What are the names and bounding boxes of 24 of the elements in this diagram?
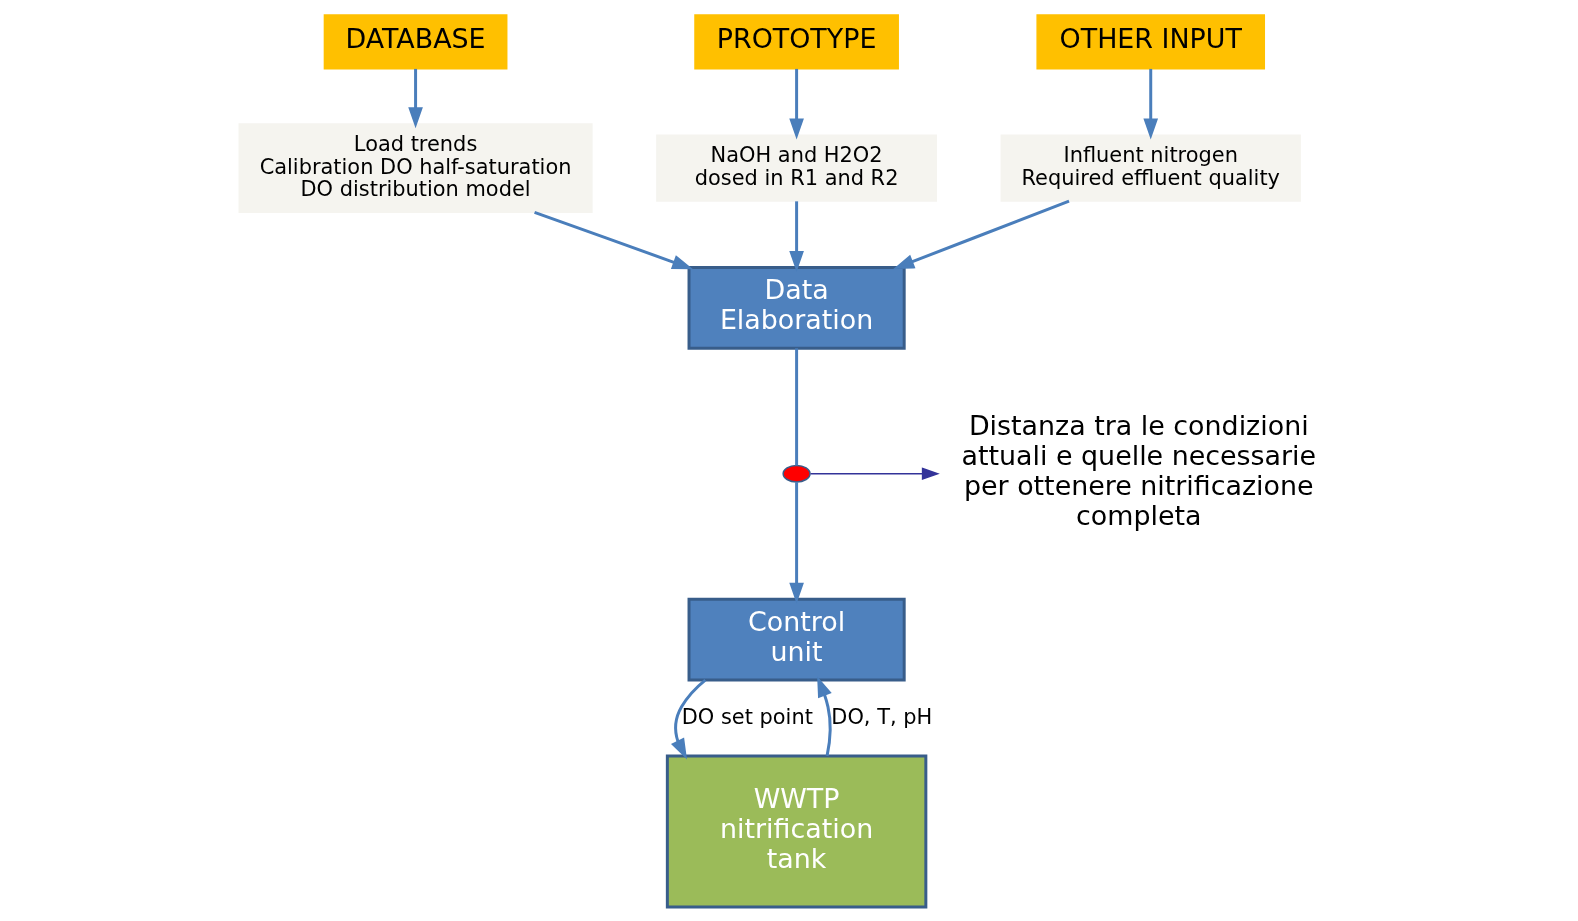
node-box: Control unit [687,597,906,681]
connector [794,347,798,465]
node-box: DATABASE [323,13,507,69]
node-box: NaOH and H2O2 dosed in R1 and R2 [655,134,937,202]
arrow [816,675,832,756]
arrow [407,68,423,128]
arrow [788,68,804,139]
arrow [533,210,693,269]
arrow [809,466,940,480]
node-box: OTHER INPUT [1035,13,1265,69]
arrow [788,200,804,272]
node-circle [781,464,811,483]
edge-label: DO set point [681,704,813,729]
node-box: Load trends Calibration DO half-saturation DO distribution model [238,122,593,213]
node-box: Data Elaboration [687,265,906,350]
edge-label: DO, T, pH [830,704,932,729]
node-box: PROTOTYPE [693,13,899,69]
node-text: Distanza tra le condizioni attuali e quelle necessarie per ottenere nitrificazione completa [960,409,1316,531]
node-box: WWTP nitrification tank [665,754,927,908]
arrow [670,678,706,759]
arrow [788,481,804,604]
arrow [892,199,1070,269]
arrow [1142,68,1158,139]
node-box: Influent nitrogen Required effluent quality [1000,134,1301,202]
